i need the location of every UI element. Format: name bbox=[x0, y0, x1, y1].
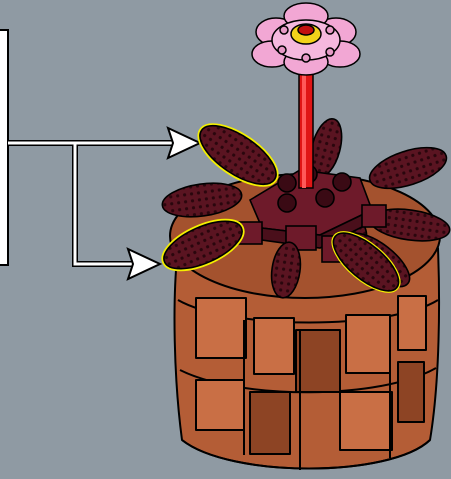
arrow-line-outline bbox=[8, 143, 178, 264]
arrow-line bbox=[8, 143, 178, 264]
red-stem bbox=[299, 60, 313, 188]
step-callout-box bbox=[0, 30, 8, 265]
arrow-head-upper bbox=[168, 128, 200, 158]
pink-flower bbox=[252, 3, 360, 75]
callout-box-edge bbox=[0, 30, 8, 265]
arrow-head-lower bbox=[128, 249, 160, 279]
